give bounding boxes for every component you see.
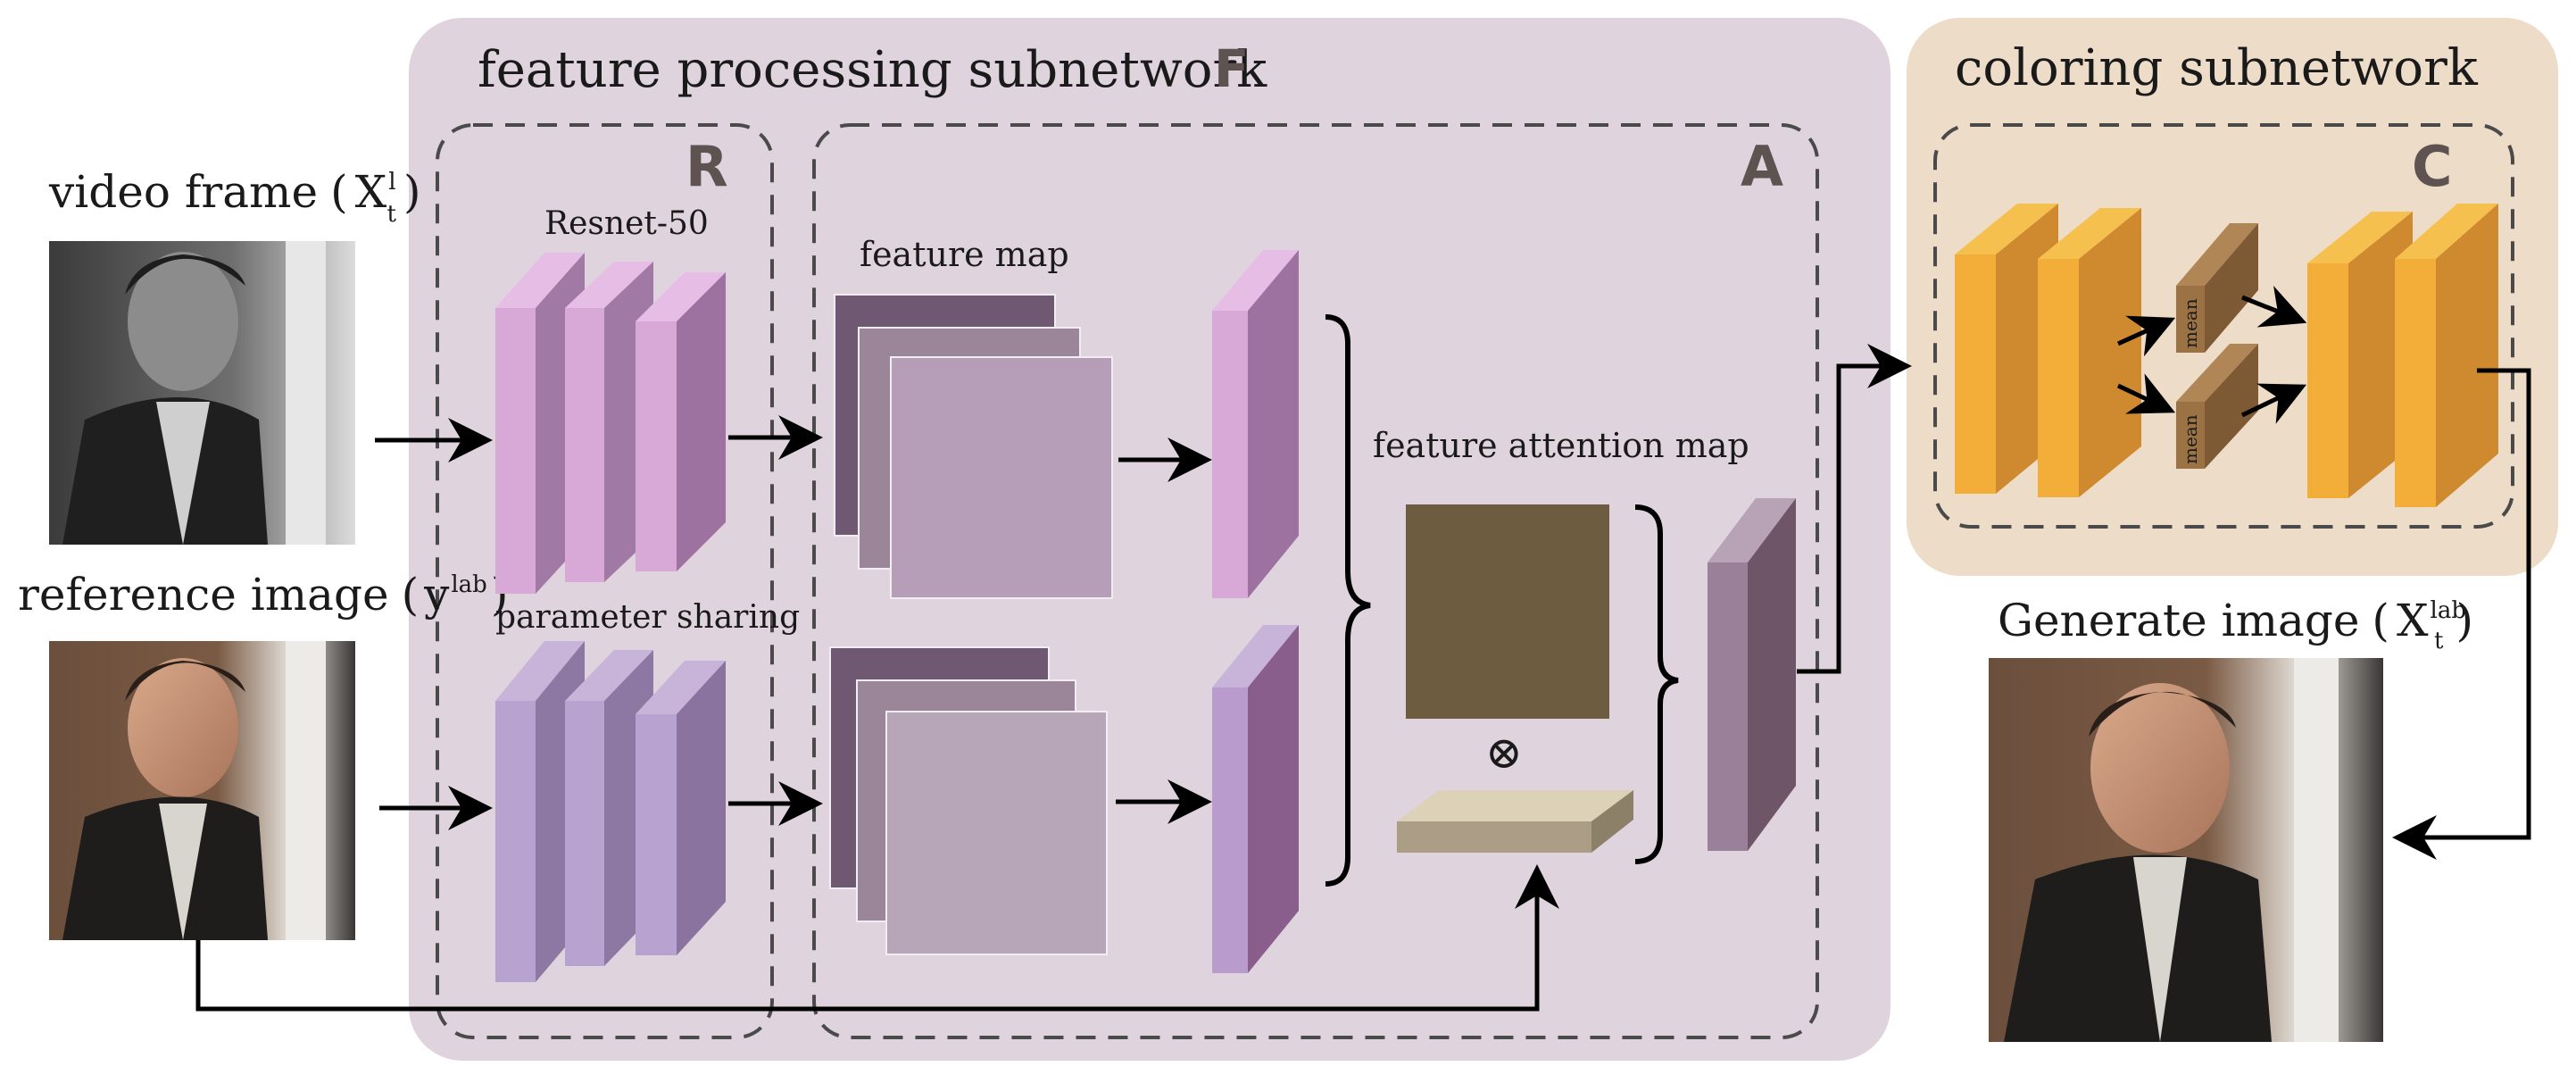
feature-vector-lower [1212,625,1299,973]
mean-label-lower: mean [2180,414,2201,464]
reference-image-label: reference image(ylab) [18,569,508,621]
arrow-to-mean-lower [2116,373,2176,414]
svg-text:reference image(ylab): reference image(ylab) [18,569,508,621]
block-r-letter: R [686,134,728,199]
mean-block-upper: mean [2176,223,2258,353]
arrow-coloring-to-output [2392,368,2531,860]
coloring-title: coloring subnetwork [1955,39,2479,97]
attention-map-block [1406,504,1609,719]
resnet-upper-layer-3 [636,272,726,571]
feature-vector-upper [1212,250,1299,598]
arrow-from-mean-lower [2240,383,2307,424]
resnet-label: Resnet-50 [544,205,709,242]
feature-processing-letter: F [1214,38,1250,99]
reference-image [49,641,355,940]
feature-map-upper [834,294,1113,599]
mean-label-upper: mean [2180,298,2201,348]
feature-attention-map-label: feature attention map [1373,426,1749,465]
arrow-reference-to-slab [195,864,1559,1012]
curly-brace-right [1634,504,1679,864]
block-c-outline [1933,123,2514,529]
arrow-to-mean-upper [2116,315,2176,357]
coloring-layer-2 [2038,208,2141,497]
reference-slab [1397,790,1633,853]
feature-processing-title: feature processing subnetwork [478,41,1267,99]
feature-map-lower [829,646,1108,955]
parameter-sharing-label: parameter sharing [495,599,800,636]
resnet-upper-layers [495,253,726,594]
block-a-outline [812,123,1819,1039]
coloring-layer-4 [2395,204,2498,507]
resnet-lower-layer-3 [636,661,726,955]
arrow-from-mean-upper [2241,286,2307,328]
generated-image [1989,658,2383,1042]
feature-map-label: feature map [860,235,1069,274]
curly-brace-left [1325,314,1371,887]
mean-block-lower: mean [2176,344,2258,469]
multiply-symbol: ⊗ [1485,727,1523,779]
block-r-outline [436,123,774,1039]
block-a-letter: A [1741,134,1783,199]
fused-feature-vector [1708,498,1796,851]
arrow-fused-to-coloring [1797,344,1912,674]
svg-text:video frame(Xlt): video frame(Xlt) [48,166,420,228]
block-c-letter: C [2412,134,2453,199]
resnet-lower-layers [495,641,726,982]
video-frame-image [49,241,355,545]
